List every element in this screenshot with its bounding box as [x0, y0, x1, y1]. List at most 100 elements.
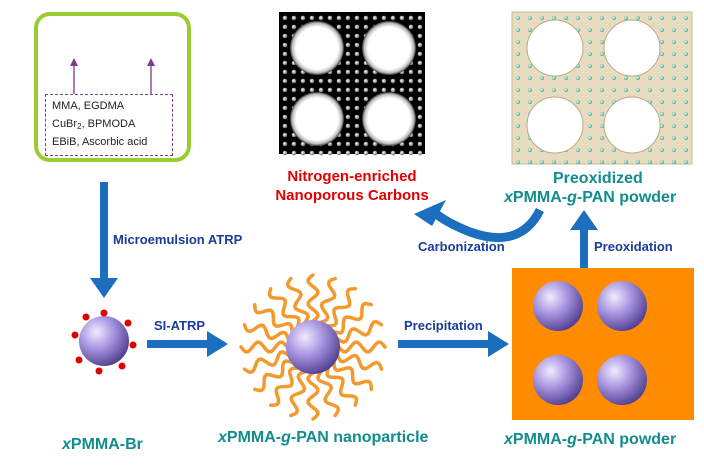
step-microemulsion-atrp: Microemulsion ATRP [113, 232, 243, 247]
step-si-atrp: SI-ATRP [154, 318, 206, 333]
carbon-pore-dot [345, 132, 351, 138]
carbon-pore-dot [354, 96, 360, 102]
preox-dot [636, 76, 640, 80]
preox-dot [684, 16, 688, 20]
carbon-pore-dot [372, 141, 378, 147]
carbon-pore-dot [282, 33, 288, 39]
carbon-pore-dot [282, 69, 288, 75]
preox-dot [660, 52, 664, 56]
carbon-pore-dot [399, 150, 405, 156]
carbon-pore-dot [345, 114, 351, 120]
preox-dot [576, 76, 580, 80]
label-pmma-br: xPMMA-Br [62, 436, 143, 453]
arrow-microemulsion [90, 182, 118, 298]
polymer-chain [337, 340, 387, 354]
polymer-chain [306, 371, 320, 421]
preox-dot [540, 76, 544, 80]
carbon-pore-dot [363, 78, 369, 84]
polymer-chain [316, 369, 341, 418]
carbon-pore-dot [282, 132, 288, 138]
carbon-pore-dot [417, 15, 423, 21]
carbon-pore-dot [300, 87, 306, 93]
carbon-pore-dot [363, 15, 369, 21]
preox-dot [600, 52, 604, 56]
preox-dot [684, 88, 688, 92]
preox-dot [600, 28, 604, 32]
carbon-pore-dot [282, 15, 288, 21]
preox-dot [588, 160, 592, 164]
carbon-pore-dot [381, 150, 387, 156]
carbon-pore-dot [372, 87, 378, 93]
carbon-pore-dot [327, 87, 333, 93]
preox-dot [660, 136, 664, 140]
label-carbons: Nitrogen-enriched Nanoporous Carbons [254, 167, 450, 205]
preox-dot [588, 100, 592, 104]
carbon-pore-dot [327, 15, 333, 21]
carbon-pore-dot [372, 150, 378, 156]
preox-dot [600, 136, 604, 140]
preox-dot [528, 148, 532, 152]
carbon-pore-dot [345, 33, 351, 39]
carbon-pore-dot [417, 150, 423, 156]
label-carbons-line2: Nanoporous Carbons [275, 187, 429, 204]
carbon-pore-dot [390, 150, 396, 156]
preox-dot [648, 88, 652, 92]
polymer-chain [239, 340, 289, 354]
preox-dot [684, 28, 688, 32]
carbon-pore-dot [336, 15, 342, 21]
preox-dot [612, 76, 616, 80]
carbon-pore-dot [282, 114, 288, 120]
preox-dot [516, 52, 520, 56]
carbon-pore-dot [282, 87, 288, 93]
preox-dot [540, 88, 544, 92]
carbon-pore-dot [291, 78, 297, 84]
carbon-pore-dot [282, 24, 288, 30]
preox-dot [528, 28, 532, 32]
carbon-pore-dot [282, 105, 288, 111]
preox-dot [612, 160, 616, 164]
preox-dot [576, 16, 580, 20]
carbon-pore-dot [336, 78, 342, 84]
label-preoxidized-powder: xPMMA-g-PAN powder [504, 189, 677, 206]
carbon-pore-dot [345, 105, 351, 111]
carbon-pore-dot [408, 141, 414, 147]
preox-dot [636, 160, 640, 164]
polymer-chain [335, 353, 384, 371]
carbon-pore-dot [354, 42, 360, 48]
preox-dot [684, 40, 688, 44]
carbon-pore-dot [354, 69, 360, 75]
preox-dot [660, 88, 664, 92]
carbon-pore-dot [282, 42, 288, 48]
carbon-pore-dot [291, 96, 297, 102]
carbon-pore-dot [345, 51, 351, 57]
label-preoxidized: Preoxidized [553, 170, 643, 187]
preox-dot [672, 112, 676, 116]
preox-dot [528, 16, 532, 20]
carbon-pore-dot [291, 87, 297, 93]
preox-dot [648, 76, 652, 80]
preox-dot [528, 76, 532, 80]
preox-dot [564, 76, 568, 80]
carbon-pore-dot [300, 78, 306, 84]
carbon-pore-dot [399, 15, 405, 21]
carbon-pore-dot [282, 78, 288, 84]
nanoparticle-core [286, 320, 340, 374]
preox-dot [588, 16, 592, 20]
preox-dot [672, 100, 676, 104]
preox-dot [600, 76, 604, 80]
preox-dot [624, 88, 628, 92]
carbon-pore-dot [291, 69, 297, 75]
carbon-pore-dot [417, 42, 423, 48]
preox-dot [660, 160, 664, 164]
carbon-pore-dot [336, 24, 342, 30]
carbon-pore-dot [354, 15, 360, 21]
preox-dot [672, 16, 676, 20]
preox-dot [612, 16, 616, 20]
polymer-chain [335, 319, 384, 344]
step-precipitation: Precipitation [404, 318, 483, 333]
carbon-pore-dot [390, 87, 396, 93]
carbon-pore-dot [363, 96, 369, 102]
pan-brush-chains [239, 273, 387, 421]
carbon-pore-dot [345, 150, 351, 156]
